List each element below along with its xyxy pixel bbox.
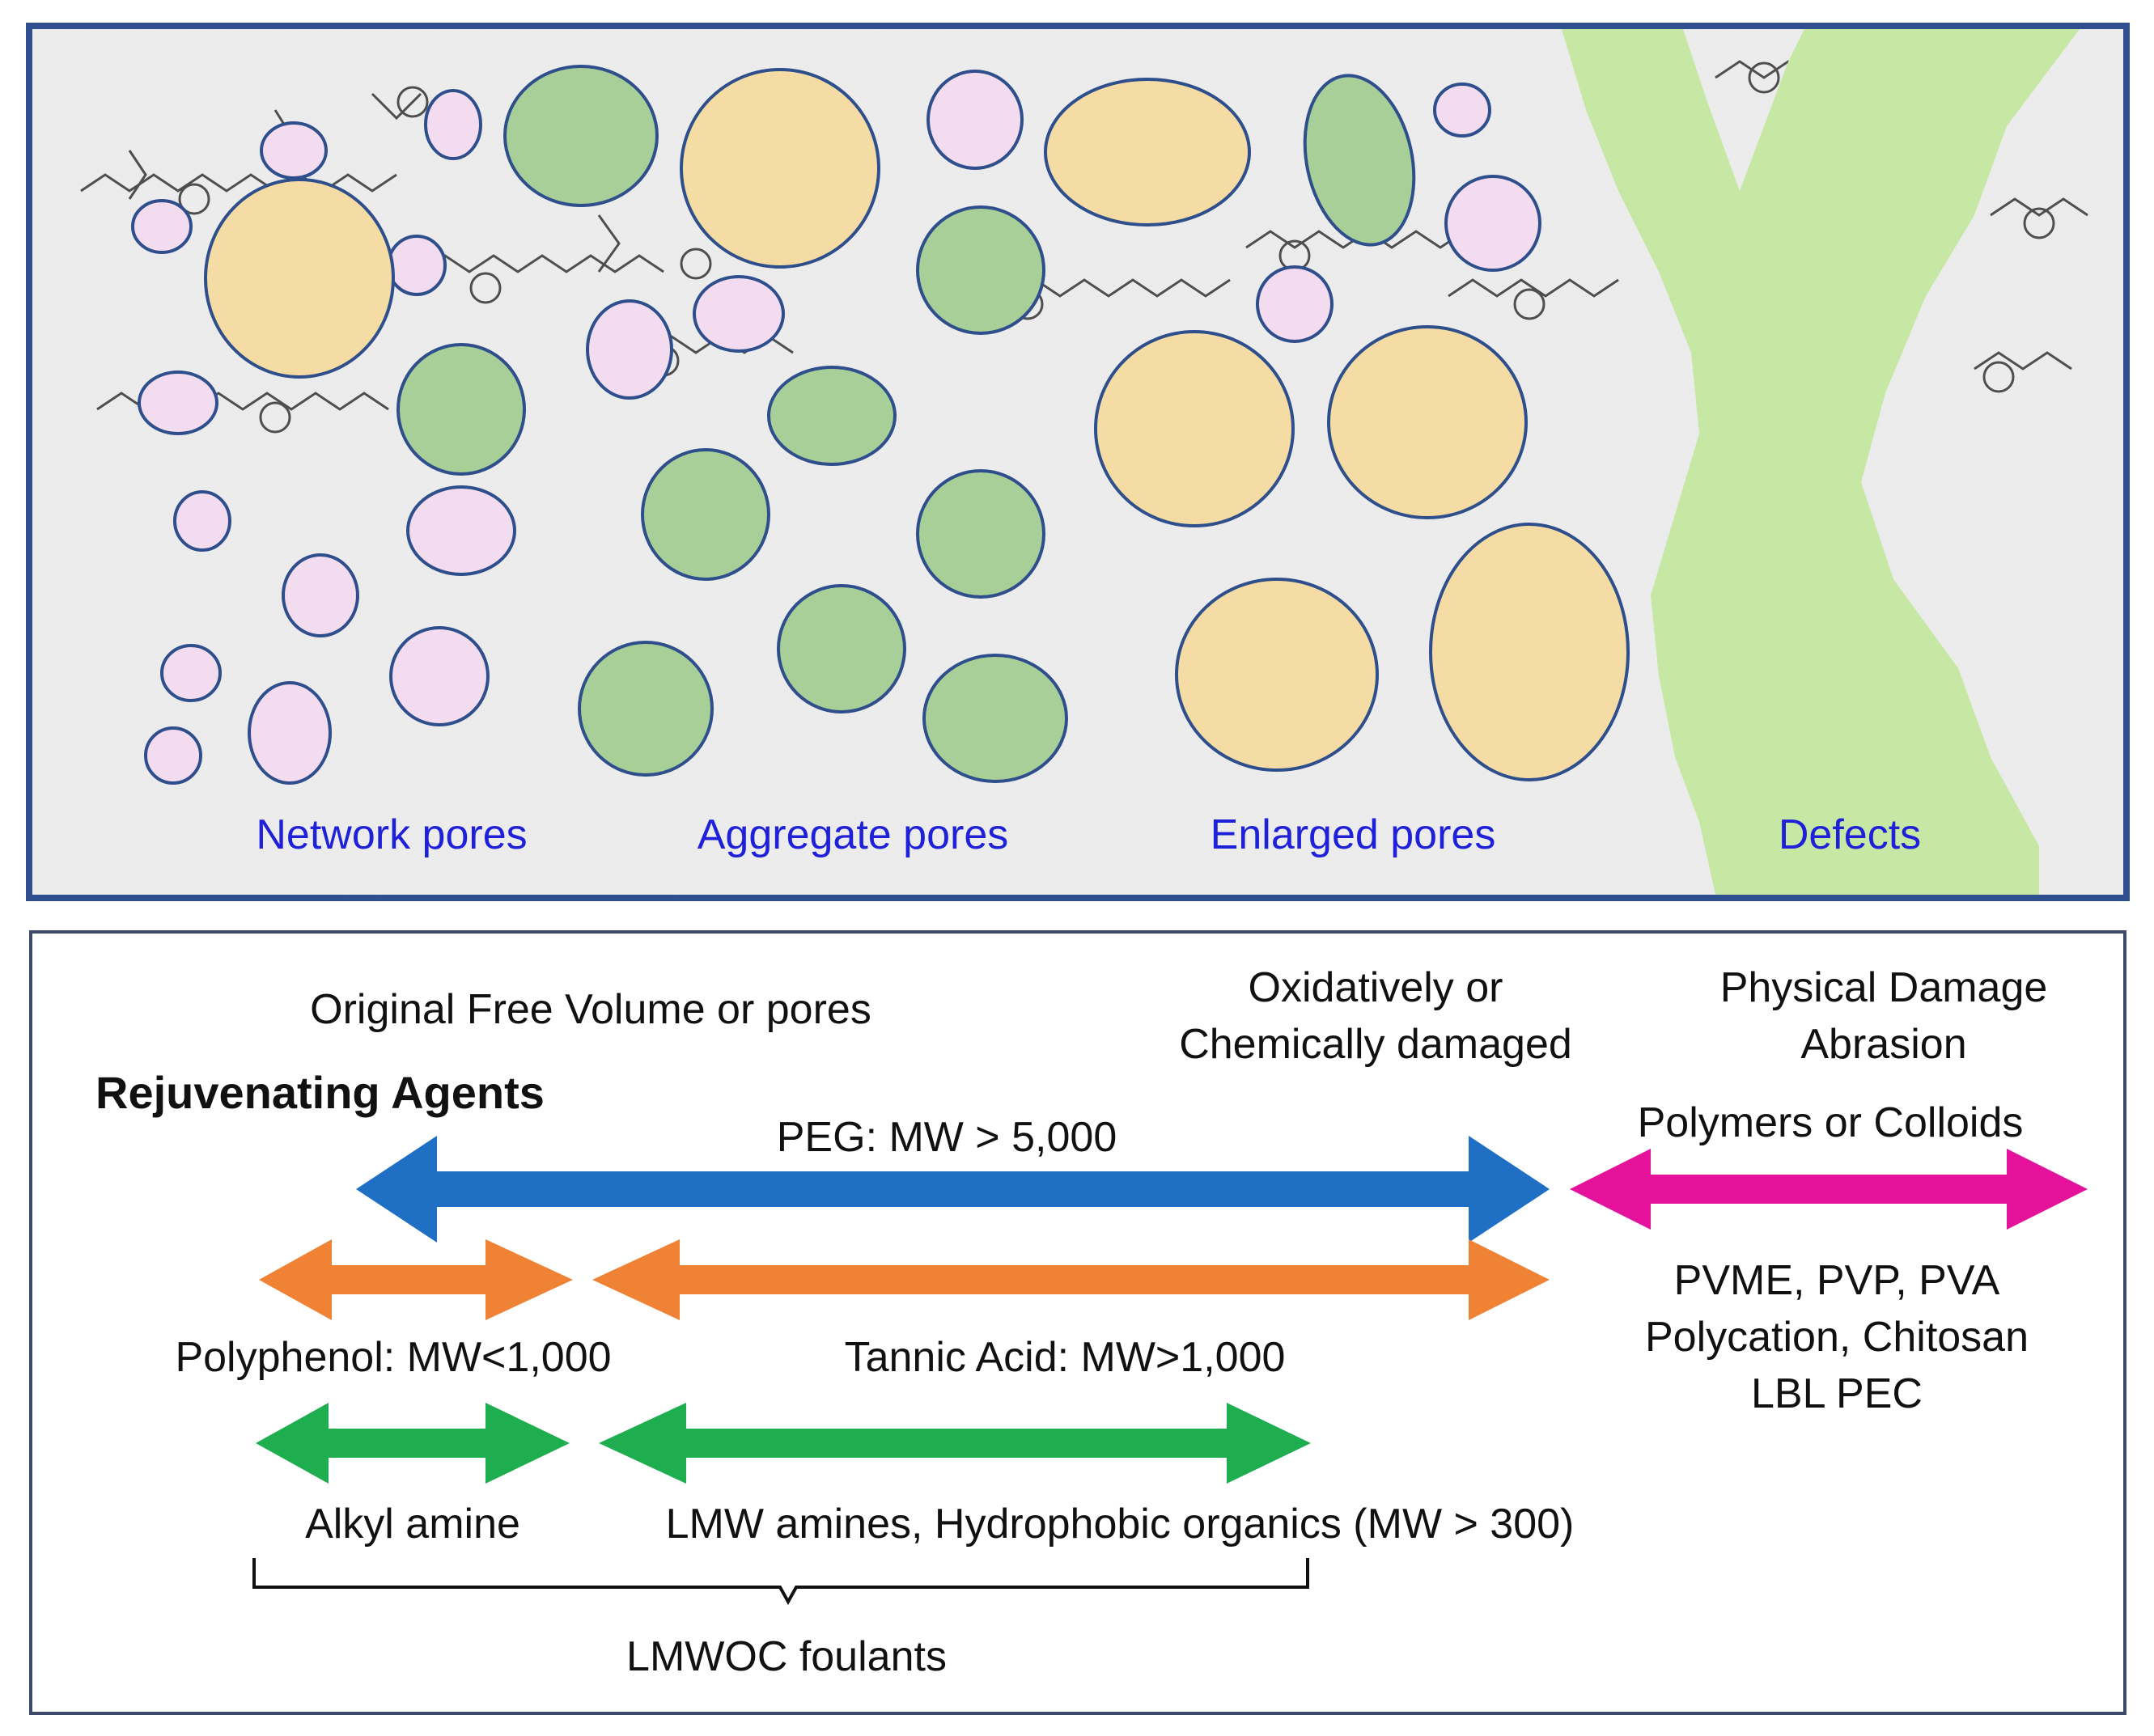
enlarged-pore [204, 178, 395, 379]
rejuvenation-panel: Original Free Volume or pores Oxidativel… [29, 930, 2126, 1715]
defect-crack [1562, 29, 2080, 895]
network-pore [131, 199, 193, 254]
enlarged-pore [680, 68, 880, 269]
network-pore [1433, 83, 1491, 138]
header-chemically-damaged: Oxidatively or Chemically damaged [1179, 959, 1572, 1073]
header-physical-damage: Physical Damage Abrasion [1720, 959, 2048, 1073]
alkyl-amine-arrow [256, 1403, 570, 1484]
aggregate-pore [641, 448, 770, 581]
network-pore [406, 485, 516, 576]
network-pore [138, 370, 218, 435]
polyphenol-label: Polyphenol: MW<1,000 [175, 1334, 612, 1381]
aggregate-pore [503, 65, 659, 207]
network-pore [173, 490, 231, 552]
label-defects: Defects [1778, 811, 1922, 858]
header-mid-line2: Chemically damaged [1179, 1021, 1572, 1068]
aggregate-pore [767, 366, 897, 466]
network-pore [693, 275, 785, 353]
header-mid-line1: Oxidatively or [1248, 964, 1503, 1011]
network-pore [586, 299, 673, 400]
aggregate-pore [777, 584, 906, 713]
section-title: Rejuvenating Agents [95, 1067, 545, 1118]
peg-label: PEG: MW > 5,000 [776, 1114, 1117, 1161]
network-pore [389, 626, 490, 726]
label-network-pores: Network pores [256, 811, 528, 858]
header-right-line1: Physical Damage [1719, 964, 2048, 1011]
aggregate-pore [396, 343, 526, 476]
enlarged-pore [1429, 523, 1630, 781]
lmw-amines-arrow [599, 1403, 1311, 1484]
network-pore [1256, 265, 1334, 343]
enlarged-pore [1175, 578, 1379, 772]
polymer-list-item: PVME, PVP, PVA [1673, 1257, 2000, 1304]
enlarged-pore [1094, 330, 1295, 527]
tannic-acid-label: Tannic Acid: MW>1,000 [844, 1334, 1286, 1381]
network-pore [387, 235, 447, 296]
network-pore [282, 553, 359, 637]
foulants-brace [252, 1558, 1309, 1606]
tannic-acid-arrow [592, 1239, 1550, 1320]
agent-arrows [252, 1136, 2088, 1606]
network-pore [1444, 175, 1541, 272]
header-original-free-volume: Original Free Volume or pores [310, 986, 871, 1033]
aggregate-pore [916, 469, 1045, 599]
network-pore [926, 70, 1024, 170]
enlarged-pore [1327, 325, 1528, 519]
header-right-line2: Abrasion [1800, 1021, 1967, 1068]
alkyl-amine-label: Alkyl amine [305, 1501, 520, 1548]
pore-schematic-panel: Network pores Aggregate pores Enlarged p… [26, 23, 2130, 901]
polymers-label: Polymers or Colloids [1637, 1099, 2024, 1146]
network-pore [260, 121, 328, 180]
label-enlarged-pores: Enlarged pores [1210, 811, 1496, 858]
lmw-amines-label: LMW amines, Hydrophobic organics (MW > 3… [665, 1501, 1575, 1548]
polymer-list: PVME, PVP, PVA Polycation, Chitosan LBL … [1645, 1252, 2029, 1422]
label-aggregate-pores: Aggregate pores [697, 811, 1009, 858]
enlarged-pore [1044, 78, 1251, 227]
pore-schematic [32, 29, 2123, 895]
aggregate-pore [1303, 74, 1416, 247]
foulants-label: LMWOC foulants [626, 1633, 947, 1680]
polymer-list-item: Polycation, Chitosan [1644, 1314, 2029, 1361]
aggregate-pore [578, 641, 714, 777]
network-pore [144, 726, 202, 785]
peg-arrow [356, 1136, 1550, 1243]
network-pore [248, 681, 332, 785]
network-pore [424, 89, 482, 160]
polyphenol-arrow [259, 1239, 573, 1320]
polymers-arrow [1570, 1149, 2088, 1230]
aggregate-pore [916, 205, 1045, 335]
network-pore [160, 644, 222, 702]
polymer-list-item: LBL PEC [1751, 1370, 1923, 1417]
aggregate-pore [922, 654, 1068, 783]
pore-shapes [131, 65, 1630, 785]
